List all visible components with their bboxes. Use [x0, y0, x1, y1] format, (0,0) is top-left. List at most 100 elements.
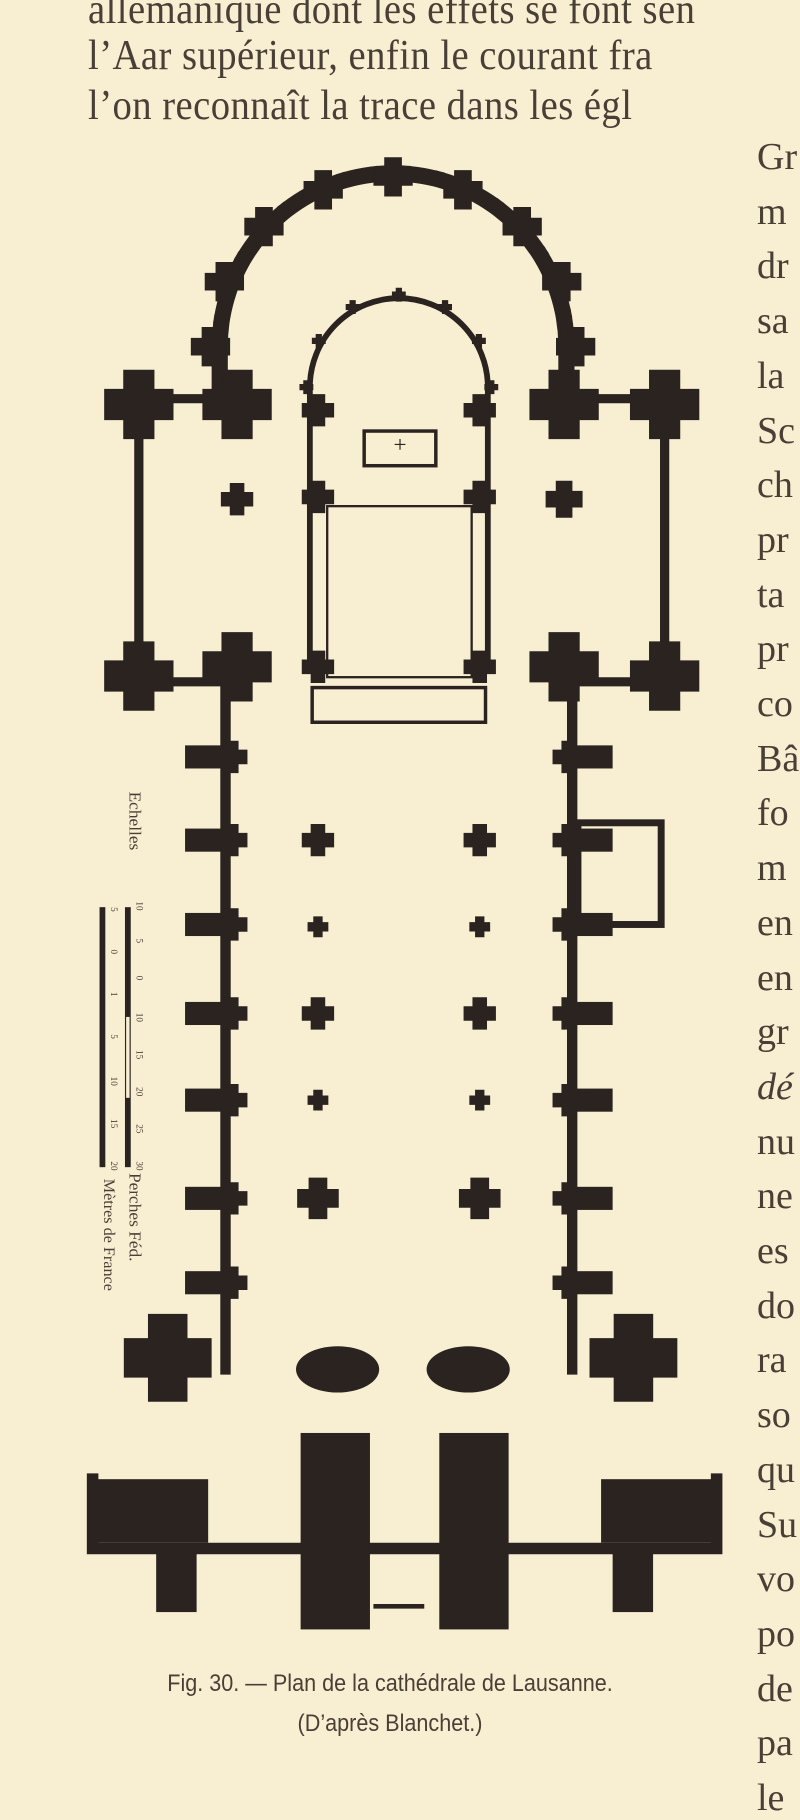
portal-pier	[300, 1432, 370, 1630]
apse-buttress	[542, 262, 582, 302]
apse-wall	[211, 165, 575, 390]
south-porch	[574, 819, 665, 928]
right-column-fragment: ch	[757, 464, 793, 507]
right-column-fragment: m	[757, 847, 787, 890]
altar	[362, 429, 438, 468]
nave-pier-small	[307, 1089, 329, 1111]
choir-column	[391, 287, 406, 302]
text-line: l’on reconnaît la trace dans les égl	[88, 83, 633, 129]
wall-pier	[215, 1083, 248, 1117]
transept-wall-north	[134, 394, 231, 687]
corner-buttress	[104, 369, 174, 440]
scale-tick-label: 5	[109, 1034, 119, 1039]
right-column-fragment: Su	[757, 1503, 798, 1546]
scale-tick-label: 10	[135, 901, 145, 911]
nave-pier	[297, 1177, 339, 1220]
nave-pier	[463, 480, 496, 514]
wall-pier	[215, 997, 248, 1030]
choir-screen	[310, 685, 488, 724]
porch-pier	[295, 1346, 380, 1393]
choir-stalls	[326, 505, 473, 679]
scale-tick-label: 15	[109, 1119, 119, 1129]
tower-south	[601, 1479, 717, 1543]
scale-tick-label: 25	[135, 1124, 145, 1134]
corner-buttress	[629, 369, 700, 440]
choir-column	[471, 333, 486, 348]
right-column-fragment: ta	[757, 573, 785, 616]
apse-buttress	[244, 206, 284, 247]
portal-pier	[439, 1432, 509, 1630]
figure-caption: Fig. 30. — Plan de la cathédrale de Laus…	[167, 1670, 613, 1697]
nave-pier-small	[469, 1089, 491, 1111]
right-column-fragment: pa	[757, 1722, 793, 1765]
scale-tick-label: 5	[135, 939, 145, 944]
text-line: allemanique dont les effets se font sen	[88, 0, 696, 33]
nave-pier	[301, 480, 335, 514]
right-column-fragment: sa	[757, 300, 789, 343]
scale-top-label: Perches Féd.	[126, 1173, 145, 1262]
right-column-fragment: Gr	[757, 136, 798, 178]
transept-wall-south	[561, 394, 670, 687]
right-column-fragment: po	[757, 1612, 795, 1655]
corner-buttress	[202, 369, 272, 440]
choir-arcade	[306, 295, 491, 674]
scale-tick-label: 0	[109, 950, 119, 955]
apse-buttress	[556, 327, 596, 367]
nave-pier	[301, 650, 335, 683]
transept-pier	[545, 480, 583, 518]
scale-tick-label: 20	[109, 1161, 119, 1171]
nave-pier-small	[469, 916, 491, 938]
scale-tick-label: 30	[135, 1161, 145, 1171]
apse-buttress	[190, 327, 231, 367]
right-column-fragment: ra	[757, 1339, 787, 1382]
wall-pier	[552, 1182, 585, 1215]
wall-pier	[552, 740, 585, 774]
scale-tick-label: 10	[109, 1077, 119, 1087]
choir-column	[299, 380, 314, 395]
scale-bottom-label: Mètres de France	[100, 1179, 117, 1291]
nave-pier	[463, 997, 496, 1030]
wall-pier	[552, 823, 585, 857]
scale-tick-label: 1	[109, 992, 119, 997]
figure-caption-source: (D’après Blanchet.)	[297, 1710, 483, 1737]
choir-column	[484, 380, 499, 395]
right-column-fragment: dé	[757, 1065, 793, 1108]
nave-pier	[463, 823, 496, 857]
scale-bar-bottom	[99, 907, 106, 1168]
right-column-fragment: do	[757, 1284, 795, 1327]
wall-pier	[215, 740, 248, 774]
wall-pier	[552, 997, 585, 1030]
facade-buttress	[589, 1313, 678, 1402]
corner-buttress	[104, 641, 174, 711]
wall-pier	[552, 908, 585, 941]
transept-pier	[220, 483, 254, 516]
corner-buttress	[529, 632, 599, 702]
right-column-fragment: ne	[757, 1175, 793, 1218]
tower-base	[156, 1548, 197, 1613]
right-column-fragment: so	[757, 1394, 791, 1437]
right-column-fragment: vo	[757, 1558, 795, 1601]
right-column-fragment: fo	[757, 792, 789, 835]
wall-pier	[552, 1083, 585, 1117]
right-column-fragment: pr	[757, 628, 789, 671]
tower-north	[92, 1479, 209, 1543]
scale-tick-label: 0	[135, 976, 145, 981]
apse-buttress	[373, 157, 413, 197]
scale-tick-label: 5	[109, 907, 119, 912]
apse-buttress	[443, 170, 483, 210]
nave-pier	[458, 1177, 501, 1220]
scale-bars: Echelles Perches Féd. Mètres de France 1…	[99, 792, 145, 1291]
facade-buttress	[123, 1313, 212, 1402]
scale-tick-label: 20	[135, 1087, 145, 1097]
right-column-fragment: en	[757, 901, 793, 944]
right-column-fragment: co	[757, 683, 793, 725]
wall-pier	[215, 823, 248, 857]
nave-pier	[301, 394, 335, 427]
right-column-fragment: la	[757, 354, 785, 397]
apse-buttress	[502, 206, 542, 247]
right-column-fragment: Sc	[757, 409, 795, 452]
wall-pier	[215, 1182, 248, 1215]
wall-pier	[215, 908, 248, 941]
corner-buttress	[529, 369, 599, 440]
